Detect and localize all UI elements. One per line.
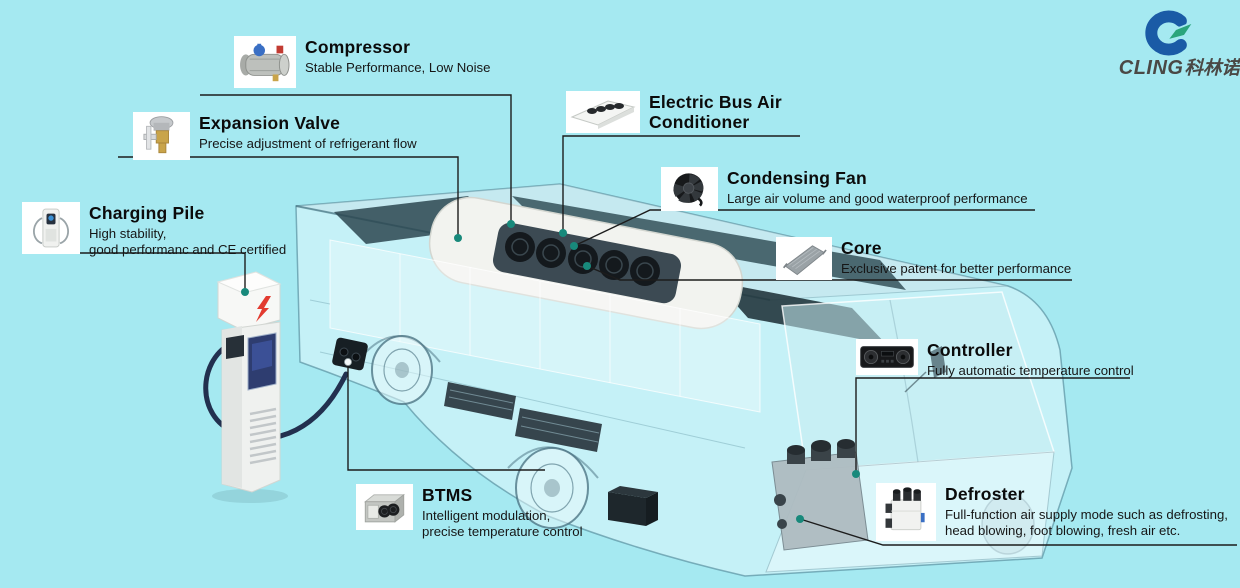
charging-pile-connector-line bbox=[22, 252, 246, 292]
label-title: Electric Bus Air bbox=[649, 92, 782, 112]
controller-connector-line bbox=[855, 377, 1130, 474]
label-controller: Controller Fully automatic temperature c… bbox=[856, 339, 1134, 379]
expansion-valve-thumbnail bbox=[133, 112, 190, 160]
btms-dot bbox=[344, 358, 352, 366]
defroster-unit bbox=[771, 439, 869, 551]
label-title: Controller bbox=[927, 340, 1013, 360]
label-subtitle: head blowing, foot blowing, fresh air et… bbox=[945, 522, 1181, 538]
defroster-connector-line bbox=[799, 518, 1237, 546]
label-subtitle: Full-function air supply mode such as de… bbox=[945, 507, 1228, 522]
cling-logo-icon bbox=[1140, 10, 1197, 61]
label-subtitle: good performanc and CE certified bbox=[89, 241, 287, 257]
lightning-icon bbox=[256, 296, 271, 322]
charging-pile-icon bbox=[33, 208, 69, 248]
label-subtitle: precise temperature control bbox=[422, 523, 583, 539]
side-mirror bbox=[930, 346, 946, 378]
condensing-fan-thumbnail bbox=[661, 167, 718, 211]
charging-pile-illustration bbox=[203, 271, 349, 503]
controller-thumbnail bbox=[856, 339, 918, 375]
expansion-valve-icon bbox=[143, 116, 174, 154]
electric-bus-ac-icon bbox=[570, 100, 636, 129]
side-vents bbox=[444, 382, 602, 452]
label-core: Core Exclusive patent for better perform… bbox=[776, 237, 1071, 280]
expansion-valve-dot bbox=[454, 234, 462, 242]
label-subtitle: Precise adjustment of refrigerant flow bbox=[199, 136, 417, 151]
electric-bus-ac-dot bbox=[559, 229, 567, 237]
label-subtitle: Intelligent modulation, bbox=[422, 508, 551, 523]
label-subtitle: High stability, bbox=[89, 226, 167, 241]
label-condensing-fan: Condensing Fan Large air volume and good… bbox=[661, 167, 1028, 211]
pile-port bbox=[226, 335, 244, 359]
logo-chinese: 科林诺 bbox=[1184, 57, 1240, 78]
charging-pile-thumbnail bbox=[22, 202, 80, 254]
btms-icon bbox=[364, 493, 405, 523]
connector-dots bbox=[241, 220, 860, 523]
core-dot bbox=[583, 262, 591, 270]
label-subtitle: Fully automatic temperature control bbox=[927, 363, 1134, 378]
logo-latin: CLING bbox=[1118, 57, 1184, 79]
btms-connector-line bbox=[347, 362, 545, 471]
label-compressor: Compressor Stable Performance, Low Noise bbox=[234, 36, 490, 88]
defroster-dot bbox=[796, 515, 804, 523]
condensing-fan-icon bbox=[673, 173, 704, 207]
condensing-fan-dot bbox=[570, 242, 578, 250]
label-subtitle: Stable Performance, Low Noise bbox=[305, 60, 491, 75]
compressor-icon bbox=[240, 43, 290, 82]
chassis-box bbox=[608, 486, 658, 526]
defroster-thumbnail bbox=[876, 483, 936, 541]
defroster-icon bbox=[885, 487, 925, 531]
core-icon bbox=[782, 245, 827, 276]
label-title: Charging Pile bbox=[89, 203, 205, 223]
label-defroster: Defroster Full-function air supply mode … bbox=[876, 483, 1228, 541]
label-subtitle: Exclusive patent for better performance bbox=[841, 261, 1072, 276]
controller-dot bbox=[852, 470, 860, 478]
label-subtitle: Large air volume and good waterproof per… bbox=[727, 191, 1028, 206]
label-title: Condensing Fan bbox=[727, 168, 867, 188]
label-electric-bus-air-conditioner: Electric Bus Air Conditioner bbox=[566, 91, 782, 133]
label-charging-pile: Charging Pile High stability, good perfo… bbox=[22, 202, 286, 257]
bus-windows bbox=[329, 239, 761, 413]
charging-socket bbox=[332, 337, 368, 371]
btms-thumbnail bbox=[356, 484, 413, 530]
controller-icon bbox=[860, 346, 914, 368]
electric-bus-ac-thumbnail bbox=[566, 91, 640, 133]
core-connector-line bbox=[586, 265, 1072, 281]
label-title: BTMS bbox=[422, 485, 473, 505]
compressor-dot bbox=[507, 220, 515, 228]
expansion-valve-connector-line bbox=[118, 156, 459, 238]
label-title: Expansion Valve bbox=[199, 113, 341, 133]
cling-logo-text: CLING科林诺 bbox=[1100, 54, 1240, 80]
label-title-line2: Conditioner bbox=[649, 112, 750, 132]
label-btms: BTMS Intelligent modulation, precise tem… bbox=[356, 484, 583, 539]
core-thumbnail bbox=[776, 237, 832, 280]
label-title: Core bbox=[841, 238, 882, 258]
label-title: Compressor bbox=[305, 37, 411, 57]
compressor-thumbnail bbox=[234, 36, 296, 88]
charging-pile-dot bbox=[241, 288, 249, 296]
label-expansion-valve: Expansion Valve Precise adjustment of re… bbox=[133, 112, 417, 160]
condensing-fan-connector-line bbox=[573, 209, 1035, 247]
compressor-connector-line bbox=[200, 94, 512, 224]
label-title: Defroster bbox=[945, 484, 1025, 504]
electric-bus-ac-connector-line bbox=[562, 135, 800, 233]
